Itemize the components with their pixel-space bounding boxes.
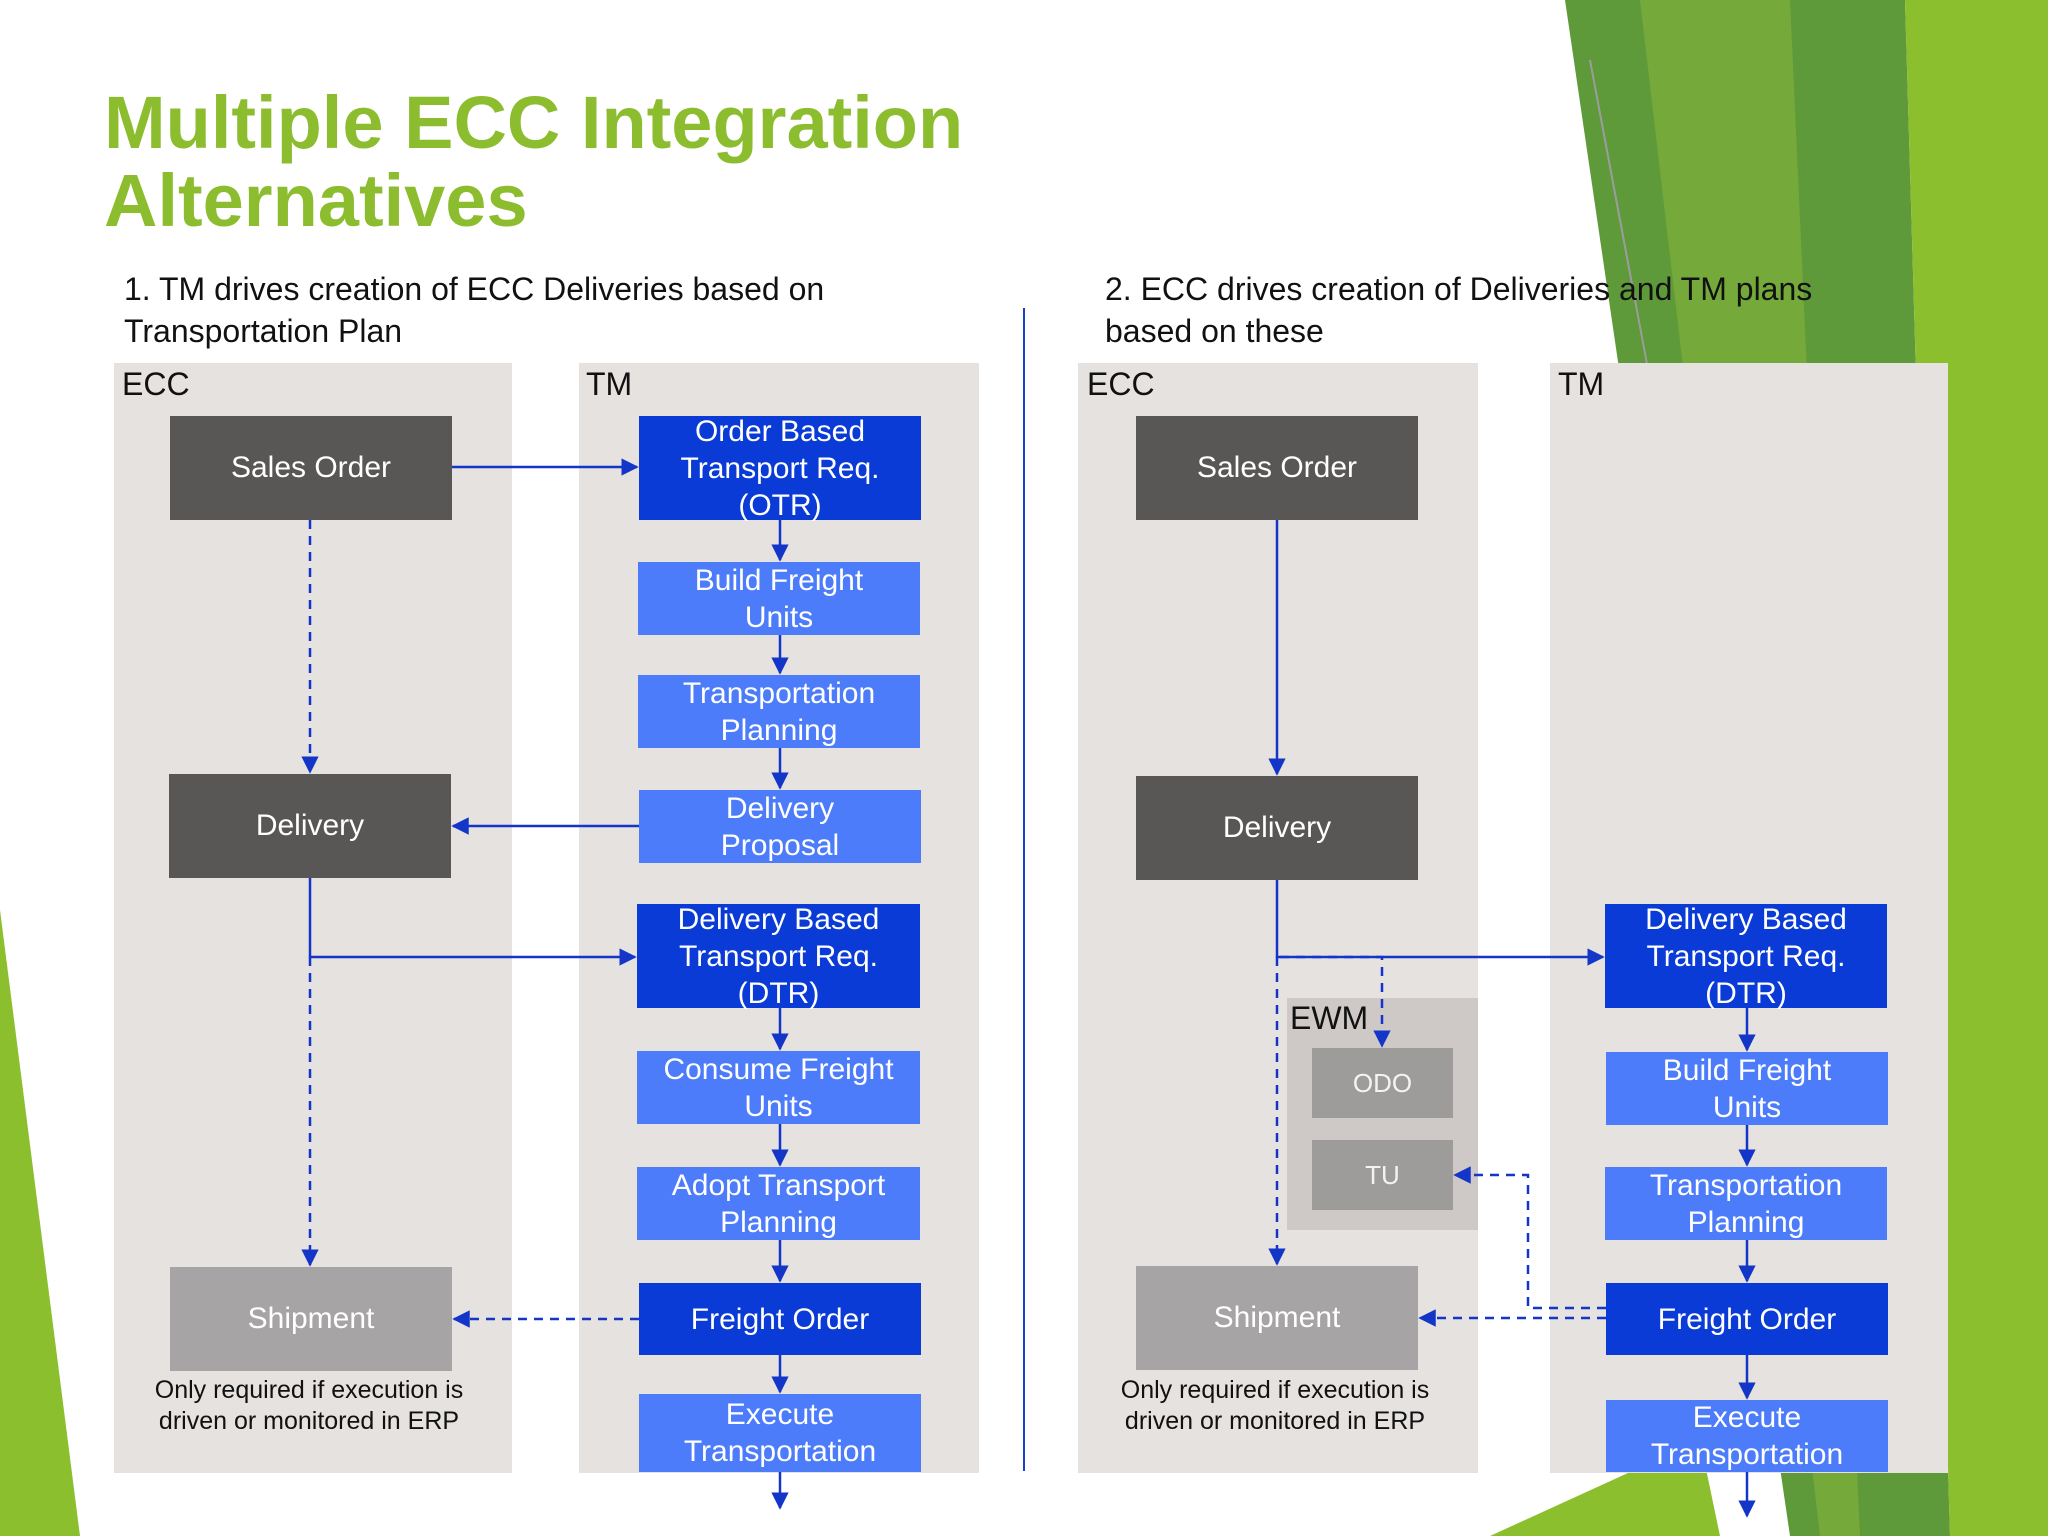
deco-left-green-wedge	[0, 910, 80, 1536]
left-execute-box: Execute Transportation	[639, 1394, 921, 1472]
left-dtr-box: Delivery Based Transport Req. (DTR)	[637, 902, 920, 1010]
left-dtr-line-3: (DTR)	[737, 976, 820, 1010]
left-ap-line-1: Adopt Transport	[671, 1168, 886, 1202]
alternative-1-heading-line-2: Transportation Plan	[124, 313, 403, 349]
left-adopt-planning-box: Adopt Transport Planning	[637, 1167, 920, 1240]
left-shipment-box: Shipment	[170, 1267, 452, 1371]
right-delivery-box: Delivery	[1136, 776, 1418, 880]
right-transportation-planning-box: Transportation Planning	[1605, 1167, 1887, 1240]
title-line-2: Alternatives	[104, 159, 528, 242]
left-exec-line-2: Transportation	[683, 1435, 877, 1468]
left-cfu-line-1: Consume Freight	[663, 1052, 894, 1086]
left-sales-order-box: Sales Order	[170, 416, 452, 520]
left-freight-order-box: Freight Order	[639, 1283, 921, 1355]
right-dtr-line-1: Delivery Based	[1645, 902, 1847, 936]
right-tp-line-1: Transportation	[1649, 1168, 1843, 1202]
left-delivery-label: Delivery	[255, 809, 365, 842]
left-consume-fu-box: Consume Freight Units	[637, 1051, 920, 1124]
left-build-fu-line-2: Units	[744, 600, 814, 634]
right-dtr-line-3: (DTR)	[1705, 976, 1787, 1010]
left-otr-line-1: Order Based	[694, 414, 866, 448]
left-sales-order-label: Sales Order	[230, 451, 392, 484]
odo-label: ODO	[1352, 1067, 1413, 1098]
left-dp-line-1: Delivery	[725, 791, 835, 825]
left-note-line-1: Only required if execution is	[154, 1376, 464, 1404]
right-note-line-1: Only required if execution is	[1120, 1376, 1430, 1404]
ewm-label: EWM	[1290, 1000, 1369, 1036]
left-note-line-2: driven or monitored in ERP	[158, 1407, 460, 1435]
right-exec-line-1: Execute	[1692, 1401, 1802, 1434]
left-shipment-label: Shipment	[247, 1302, 375, 1335]
alternative-2-heading-line-2: based on these	[1105, 313, 1324, 349]
left-build-fu-line-1: Build Freight	[694, 563, 864, 597]
title-line-1: Multiple ECC Integration	[104, 81, 964, 164]
right-ecc-label: ECC	[1087, 366, 1155, 402]
alternative-2-heading-line-1: 2. ECC drives creation of Deliveries and…	[1105, 271, 1813, 307]
left-otr-box: Order Based Transport Req. (OTR)	[639, 414, 921, 522]
left-delivery-proposal-box: Delivery Proposal	[639, 790, 921, 863]
odo-box: ODO	[1312, 1048, 1453, 1118]
tu-box: TU	[1312, 1140, 1453, 1210]
right-dtr-line-2: Transport Req.	[1646, 939, 1846, 973]
left-otr-line-2: Transport Req.	[680, 451, 880, 485]
right-freight-order-box: Freight Order	[1606, 1283, 1888, 1355]
right-delivery-label: Delivery	[1222, 811, 1332, 844]
left-ecc-label: ECC	[122, 366, 190, 402]
left-shipment-note: Only required if execution is driven or …	[120, 1375, 498, 1437]
right-dtr-box: Delivery Based Transport Req. (DTR)	[1605, 902, 1887, 1010]
alternative-1-heading: 1. TM drives creation of ECC Deliveries …	[124, 268, 824, 352]
right-shipment-label: Shipment	[1213, 1301, 1341, 1334]
right-freight-order-label: Freight Order	[1657, 1302, 1837, 1336]
left-dtr-line-2: Transport Req.	[679, 939, 878, 973]
right-tm-label: TM	[1558, 366, 1605, 402]
tu-label: TU	[1365, 1159, 1400, 1190]
right-build-fu-line-1: Build Freight	[1662, 1053, 1832, 1087]
left-tp-line-2: Planning	[720, 713, 838, 747]
left-tp-line-1: Transportation	[682, 676, 876, 710]
left-dp-line-2: Proposal	[720, 828, 840, 862]
left-freight-order-label: Freight Order	[690, 1302, 870, 1336]
left-otr-line-3: (OTR)	[738, 488, 822, 522]
right-exec-line-2: Transportation	[1650, 1438, 1844, 1471]
left-delivery-box: Delivery	[169, 774, 451, 878]
alternative-1-heading-line-1: 1. TM drives creation of ECC Deliveries …	[124, 271, 825, 307]
left-transportation-planning-box: Transportation Planning	[638, 675, 920, 748]
right-shipment-box: Shipment	[1136, 1266, 1418, 1370]
right-build-fu-box: Build Freight Units	[1606, 1052, 1888, 1125]
right-tp-line-2: Planning	[1687, 1205, 1805, 1239]
deco-thin-line	[1589, 59, 1651, 381]
column-divider	[1023, 308, 1025, 1471]
right-sales-order-box: Sales Order	[1136, 416, 1418, 520]
right-note-line-2: driven or monitored in ERP	[1124, 1407, 1426, 1435]
right-build-fu-line-2: Units	[1712, 1090, 1782, 1124]
right-shipment-note: Only required if execution is driven or …	[1086, 1375, 1464, 1437]
left-dtr-line-1: Delivery Based	[677, 902, 880, 936]
left-tm-label: TM	[586, 366, 633, 402]
left-build-fu-box: Build Freight Units	[638, 562, 920, 635]
slide-title: Multiple ECC Integration Alternatives	[104, 84, 963, 240]
alternative-2-heading: 2. ECC drives creation of Deliveries and…	[1105, 268, 1812, 352]
right-sales-order-label: Sales Order	[1196, 451, 1358, 484]
left-cfu-line-2: Units	[744, 1089, 813, 1123]
right-execute-box: Execute Transportation	[1606, 1400, 1888, 1472]
left-exec-line-1: Execute	[725, 1398, 835, 1431]
left-ap-line-2: Planning	[720, 1205, 837, 1239]
